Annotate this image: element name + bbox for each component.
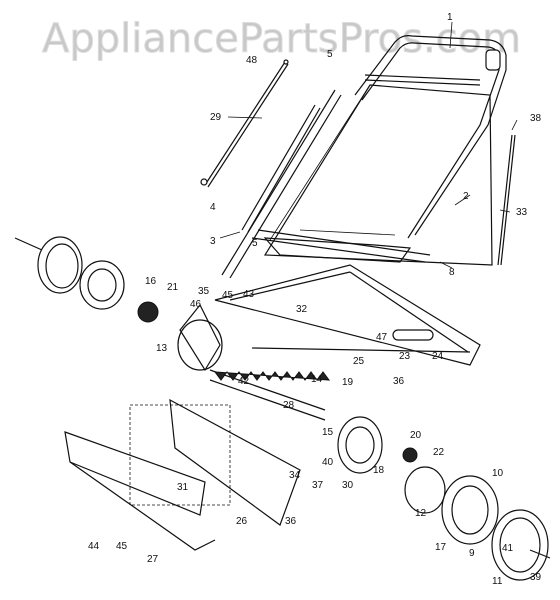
label-36-right: 36 <box>393 376 405 387</box>
label-20: 20 <box>410 430 422 441</box>
label-4: 4 <box>210 202 216 213</box>
label-11: 11 <box>492 576 503 587</box>
label-26: 26 <box>236 516 248 527</box>
side-tubes <box>221 89 431 279</box>
label-8: 8 <box>449 267 455 278</box>
label-41: 41 <box>502 543 514 554</box>
left-wheel <box>14 236 223 372</box>
label-22: 22 <box>433 447 445 458</box>
label-18: 18 <box>373 465 385 476</box>
label-34: 34 <box>289 470 301 481</box>
label-3: 3 <box>210 236 216 247</box>
label-17: 17 <box>435 542 447 553</box>
label-37: 37 <box>312 480 324 491</box>
label-32: 32 <box>296 304 308 315</box>
brush-rod <box>209 369 331 421</box>
leader-lines <box>219 21 518 269</box>
label-42: 42 <box>238 376 250 387</box>
label-13: 13 <box>156 343 168 354</box>
label-10: 10 <box>492 468 504 479</box>
label-45-top: 45 <box>222 290 234 301</box>
label-16: 16 <box>145 276 157 287</box>
label-25: 25 <box>353 356 365 367</box>
label-21: 21 <box>167 282 179 293</box>
label-44: 44 <box>88 541 100 552</box>
callout-labels: 1 2 3 4 5 5 8 9 10 11 12 13 14 15 16 17 … <box>88 12 542 587</box>
label-19: 19 <box>342 377 354 388</box>
label-38: 38 <box>530 113 542 124</box>
label-1: 1 <box>447 12 453 23</box>
label-23: 23 <box>399 351 411 362</box>
label-12: 12 <box>415 508 427 519</box>
label-46: 46 <box>190 299 202 310</box>
label-2: 2 <box>463 191 469 202</box>
label-43: 43 <box>243 289 255 300</box>
handle-assembly <box>354 35 507 239</box>
label-27: 27 <box>147 554 159 565</box>
rod-33 <box>497 134 516 266</box>
label-40: 40 <box>322 457 334 468</box>
watermark-text: AppliancePartsPros.com <box>42 16 521 62</box>
label-5-lower: 5 <box>252 238 258 249</box>
deck-frame <box>214 264 481 366</box>
label-35: 35 <box>198 286 210 297</box>
label-30: 30 <box>342 480 354 491</box>
label-39: 39 <box>530 572 542 583</box>
label-24: 24 <box>432 351 444 362</box>
label-31: 31 <box>177 482 189 493</box>
front-shield <box>64 398 301 551</box>
label-15: 15 <box>322 427 334 438</box>
rod-29 <box>200 59 289 188</box>
label-28: 28 <box>283 400 295 411</box>
label-36-bottom: 36 <box>285 516 297 527</box>
label-29: 29 <box>210 112 222 123</box>
label-5-top: 5 <box>327 49 333 60</box>
label-45-bottom: 45 <box>116 541 128 552</box>
label-48: 48 <box>246 55 258 66</box>
label-9: 9 <box>469 548 475 559</box>
label-14: 14 <box>311 374 323 385</box>
label-47: 47 <box>376 332 388 343</box>
label-33: 33 <box>516 207 528 218</box>
grass-bag <box>263 84 493 266</box>
right-wheel <box>337 416 551 581</box>
